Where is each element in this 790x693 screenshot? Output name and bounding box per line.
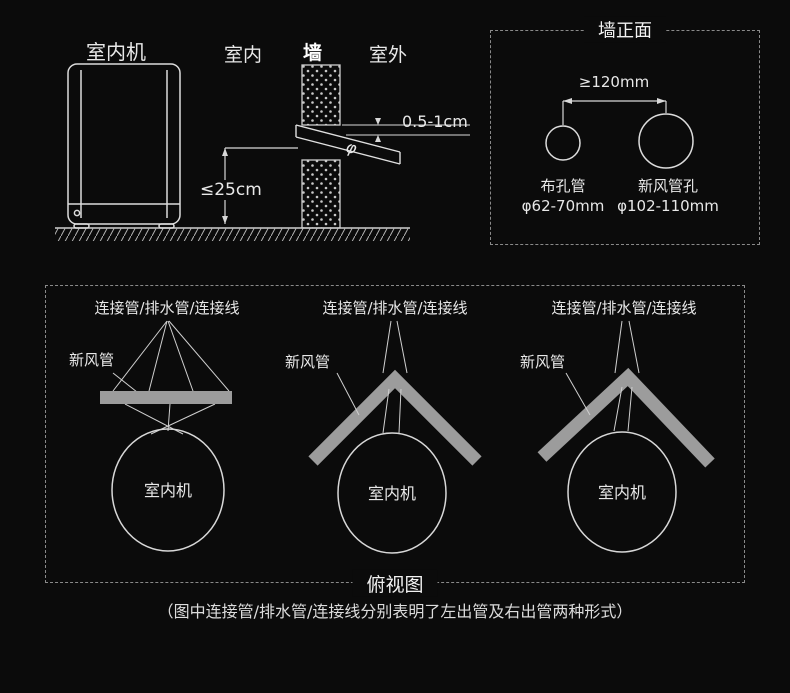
fresh-air-hole-size: φ102-110mm: [617, 197, 719, 215]
hole-spacing-label: ≥120mm: [578, 73, 650, 91]
spacing-dimension-lines: [562, 100, 667, 125]
indoor-unit-label: 室内机: [367, 484, 417, 503]
fresh-air-pipe-label: 新风管: [285, 353, 331, 371]
height-dimension-label: ≤25cm: [197, 180, 265, 201]
top-view-title: 俯视图: [352, 569, 438, 597]
indoor-unit-outline: [567, 431, 677, 553]
connection-pipe-lines: [112, 320, 230, 435]
gap-arrow-top: [375, 118, 381, 125]
diagram-1-drawing: [100, 320, 232, 552]
indoor-side-label: 室内: [224, 44, 263, 66]
wall-cross-section: [301, 64, 341, 229]
indoor-unit-outline: [111, 428, 225, 552]
fresh-air-duct-chevron: [308, 369, 482, 466]
diagram-3-drawing: [537, 320, 715, 553]
indoor-unit-drawing: [67, 63, 181, 229]
fresh-air-pipe-label: 新风管: [520, 353, 566, 371]
gap-dimension-lines: [342, 124, 470, 136]
connection-pipe-lines: [565, 320, 640, 432]
diagram-2-drawing: [308, 320, 482, 554]
wall-label: 墙: [303, 42, 323, 64]
through-wall-pipe: [295, 124, 401, 165]
fresh-air-pipe-label: 新风管: [69, 351, 115, 369]
top-view-diagram-chevron-left: 连接管/排水管/连接线 新风管 室内机: [285, 293, 505, 563]
cable-hole-name: 布孔管: [540, 177, 586, 195]
indoor-unit-outline: [337, 432, 447, 554]
fresh-air-duct-chevron: [537, 367, 715, 468]
spacing-arrow-right: [657, 98, 666, 104]
pipes-label: 连接管/排水管/连接线: [94, 299, 240, 317]
fresh-air-duct-bar: [100, 391, 232, 404]
indoor-unit-heading: 室内机: [86, 40, 146, 64]
cable-hole-size: φ62-70mm: [521, 197, 605, 215]
fresh-air-hole-circle: [638, 113, 694, 169]
cable-hole-circle: [545, 125, 581, 161]
top-view-panel: 俯视图: [45, 285, 745, 597]
install-side-view-drawing: [55, 63, 470, 241]
ground-hatch: [55, 228, 410, 241]
wall-front-view-panel: 墙正面 ≥120mm 布孔管 φ62-70mm 新风管孔 φ102-110mm: [490, 16, 760, 245]
pipes-label: 连接管/排水管/连接线: [322, 299, 468, 317]
indoor-unit-label: 室内机: [143, 481, 193, 500]
top-view-diagram-chevron-right: 连接管/排水管/连接线 新风管 室内机: [512, 293, 732, 563]
connection-pipe-lines: [336, 320, 408, 434]
wall-front-drawing: [545, 98, 694, 169]
height-arrow-bottom: [222, 216, 228, 224]
pipes-label: 连接管/排水管/连接线: [551, 299, 697, 317]
spacing-arrow-left: [563, 98, 572, 104]
top-view-diagram-straight: 连接管/排水管/连接线 新风管 室内机: [55, 293, 275, 563]
fresh-air-hole-name: 新风管孔: [637, 177, 699, 195]
wall-front-title: 墙正面: [584, 16, 666, 43]
top-view-caption: （图中连接管/排水管/连接线分别表明了左出管及右出管两种形式）: [157, 602, 633, 621]
height-arrow-top: [222, 148, 228, 156]
indoor-unit-label: 室内机: [597, 483, 647, 502]
gap-arrow-bottom: [375, 135, 381, 142]
outdoor-side-label: 室外: [369, 44, 408, 66]
wall-gap-dimension-label: 0.5-1cm: [402, 112, 468, 131]
